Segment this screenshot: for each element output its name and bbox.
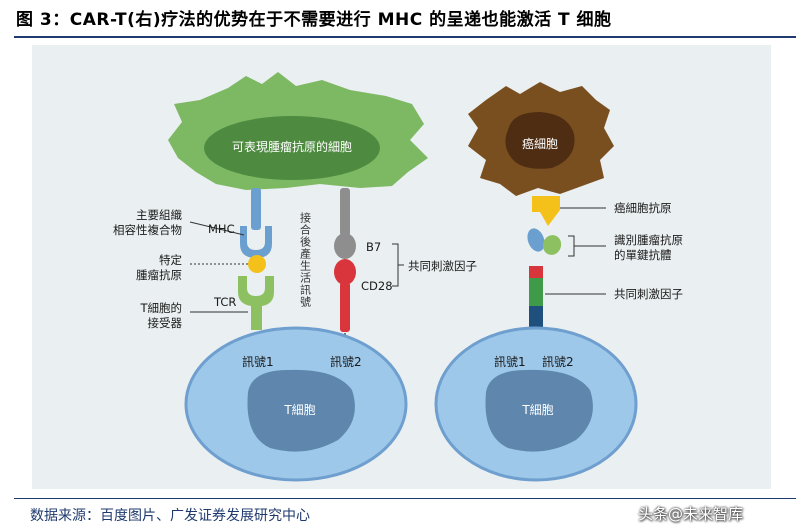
right-signal1: 訊號1 xyxy=(494,354,526,369)
cell-nucleus xyxy=(204,116,380,180)
left-costim-label: 共同刺激因子 xyxy=(408,259,477,273)
cancer-antigen-label: 癌細胞抗原 xyxy=(614,201,672,215)
b7-head xyxy=(334,233,356,259)
scfv-right xyxy=(542,235,562,255)
tcr-receptor xyxy=(238,276,274,330)
mhc-stem xyxy=(251,188,261,230)
footer-rule xyxy=(14,498,796,499)
cancer-nucleus xyxy=(505,112,575,169)
antigen-desc-line1: 特定 xyxy=(159,253,182,267)
b7-stem xyxy=(340,188,350,236)
tcr-desc-line1: T細胞的 xyxy=(139,301,182,315)
right-tcell-label: T細胞 xyxy=(521,403,553,417)
cd28-stem xyxy=(340,282,350,332)
title-rule xyxy=(14,36,796,38)
mhc-leader xyxy=(189,221,245,236)
tcr-label: TCR xyxy=(213,295,236,309)
left-signal2: 訊號2 xyxy=(330,354,362,369)
watermark: 头条@未来智库 xyxy=(638,505,744,523)
scfv-left xyxy=(527,228,545,252)
source-note: 数据来源：百度图片、广发证券发展研究中心 xyxy=(30,508,310,524)
antigen-desc-line2: 腫瘤抗原 xyxy=(136,268,182,282)
cd28-label: CD28 xyxy=(361,279,393,293)
costim-vertical-text: 接合後產生活訊號 xyxy=(299,212,312,308)
mhc-cup xyxy=(240,226,272,258)
right-tcell-nucleus xyxy=(485,369,593,452)
left-tcell-nucleus xyxy=(247,369,355,452)
tumor-cell-label: 可表現腫瘤抗原的細胞 xyxy=(232,139,352,154)
mhc-label: MHC xyxy=(208,222,235,236)
recognizer-line2: 的單鍵抗體 xyxy=(614,248,672,262)
costim-bracket xyxy=(392,243,404,287)
right-costim-label: 共同刺激因子 xyxy=(614,287,683,301)
car-hinge xyxy=(529,266,543,278)
car-transmembrane xyxy=(529,278,543,306)
cancer-cell-label: 癌細胞 xyxy=(522,136,558,151)
recognizer-bracket xyxy=(568,235,606,257)
mhc-desc-line2: 相容性複合物 xyxy=(113,223,182,237)
mhc-desc-line1: 主要組織 xyxy=(136,208,182,222)
left-signal1: 訊號1 xyxy=(242,354,274,369)
cancer-antigen xyxy=(532,196,560,226)
left-tcell-label: T細胞 xyxy=(283,403,315,417)
recognizer-line1: 識別腫瘤抗原 xyxy=(614,233,683,247)
b7-label: B7 xyxy=(366,240,381,254)
tcr-desc-line2: 接受器 xyxy=(148,316,183,330)
right-signal2: 訊號2 xyxy=(542,354,574,369)
cd28-head xyxy=(334,259,356,285)
figure-title: 图 3：CAR-T(右)疗法的优势在于不需要进行 MHC 的呈递也能激活 T 细… xyxy=(16,10,612,30)
tumor-antigen xyxy=(248,255,266,273)
